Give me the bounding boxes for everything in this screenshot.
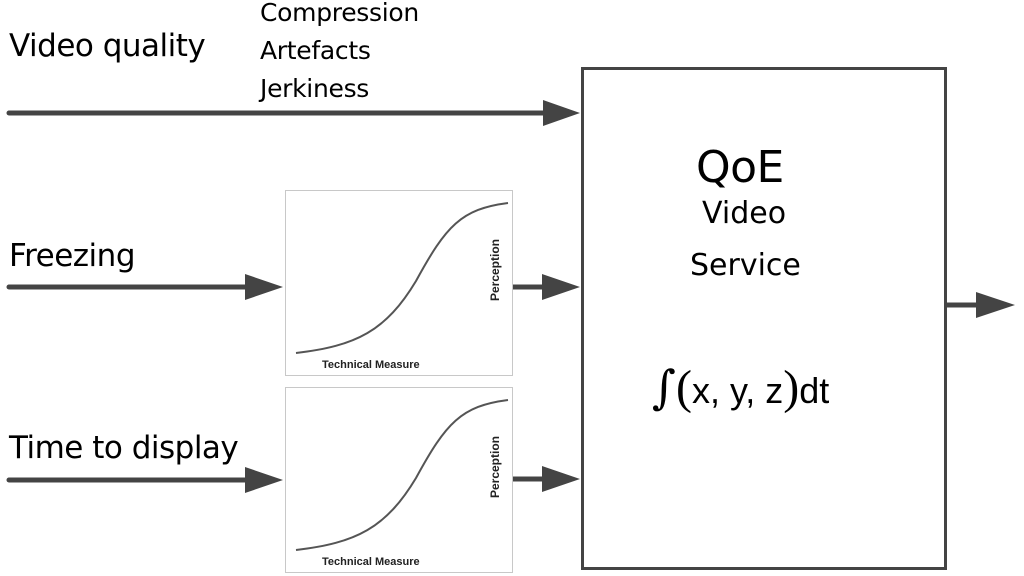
factor-jerkiness: Jerkiness: [260, 74, 370, 103]
freezing-arrow: [6, 274, 283, 300]
qoe-title: QoE: [696, 142, 784, 193]
sigmoid-curve: [295, 399, 509, 551]
display-time-mapping-chart: Technical Measure Perception: [285, 387, 513, 573]
factor-compression: Compression: [260, 0, 419, 27]
video-quality-label: Video quality: [9, 28, 206, 64]
factor-artefacts: Artefacts: [260, 36, 371, 65]
freezing-perception-arrow: [512, 274, 580, 300]
time-to-display-arrow: [6, 467, 283, 493]
y-axis-label: Perception: [487, 238, 502, 302]
video-quality-arrow: [6, 100, 580, 126]
x-axis-label: Technical Measure: [322, 556, 420, 568]
freezing-label: Freezing: [9, 238, 136, 274]
qoe-formula: ∫(x, y, z)dt: [652, 360, 830, 414]
video-quality-factors: Compression Artefacts Jerkiness: [260, 0, 419, 108]
qoe-output-arrow: [946, 292, 1015, 318]
integral-symbol: ∫: [652, 360, 676, 414]
x-axis-label: Technical Measure: [322, 359, 420, 371]
display-perception-arrow: [512, 466, 580, 492]
qoe-subtitle-service: Service: [690, 248, 801, 283]
y-axis-label: Perception: [487, 435, 502, 499]
qoe-block: QoE Video Service ∫(x, y, z)dt: [581, 67, 947, 570]
qoe-subtitle-video: Video: [702, 196, 787, 231]
freezing-mapping-chart: Technical Measure Perception: [285, 190, 513, 376]
time-to-display-label: Time to display: [9, 430, 239, 466]
sigmoid-curve: [295, 202, 509, 354]
